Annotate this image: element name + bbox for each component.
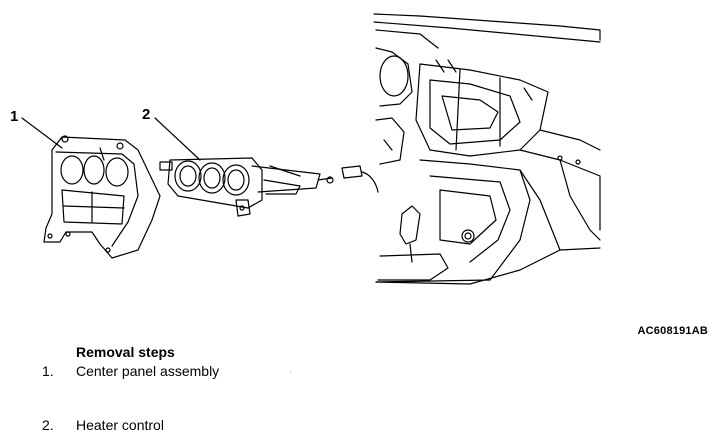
removal-steps-title: Removal steps <box>76 344 175 360</box>
center-panel-assembly-drawing <box>43 135 161 259</box>
callout-1: 1 <box>10 108 19 125</box>
figure-code: AC608191AB <box>637 325 708 337</box>
callout-1-leader <box>21 117 63 149</box>
step-number: 1. <box>42 363 54 379</box>
parts-illustration <box>21 13 601 285</box>
callout-2-leader <box>154 117 201 161</box>
heater-control-drawing <box>159 157 321 217</box>
step-text: Heater control <box>76 417 164 433</box>
callout-2: 2 <box>142 106 151 123</box>
screw-connector-drawing <box>317 165 379 193</box>
dashboard-drawing <box>373 13 601 285</box>
scan-speck <box>290 372 291 373</box>
step-text: Center panel assembly <box>76 363 220 379</box>
step-number: 2. <box>42 417 54 433</box>
